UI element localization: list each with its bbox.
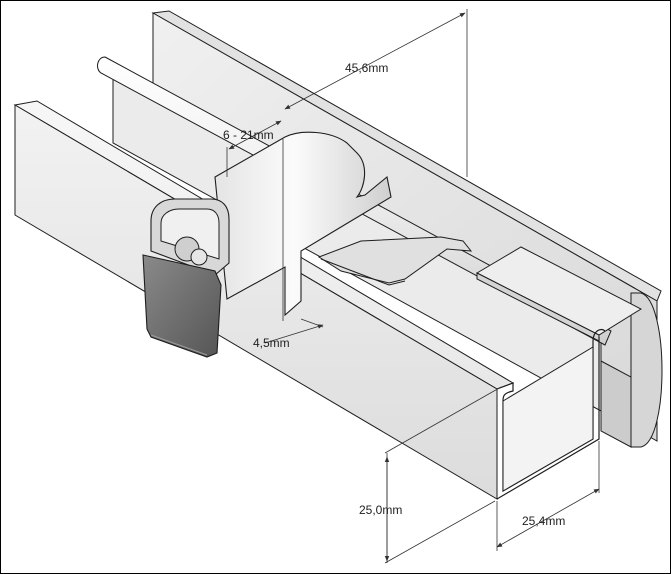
dim-label-clamp-range: 6 - 21mm: [223, 128, 274, 142]
spring-clip: [317, 236, 473, 286]
slider-plate: [475, 246, 643, 342]
dim-label-slot-width: 4,5mm: [253, 336, 290, 350]
rubber-pad: [142, 254, 222, 358]
dim-label-channel-width: 25,4mm: [522, 514, 565, 528]
dimension-lines: [226, 9, 600, 564]
dim-label-channel-height: 25,0mm: [359, 503, 402, 517]
dim-label-width-top: 45,6mm: [345, 61, 388, 75]
clamp-body: [150, 131, 392, 317]
